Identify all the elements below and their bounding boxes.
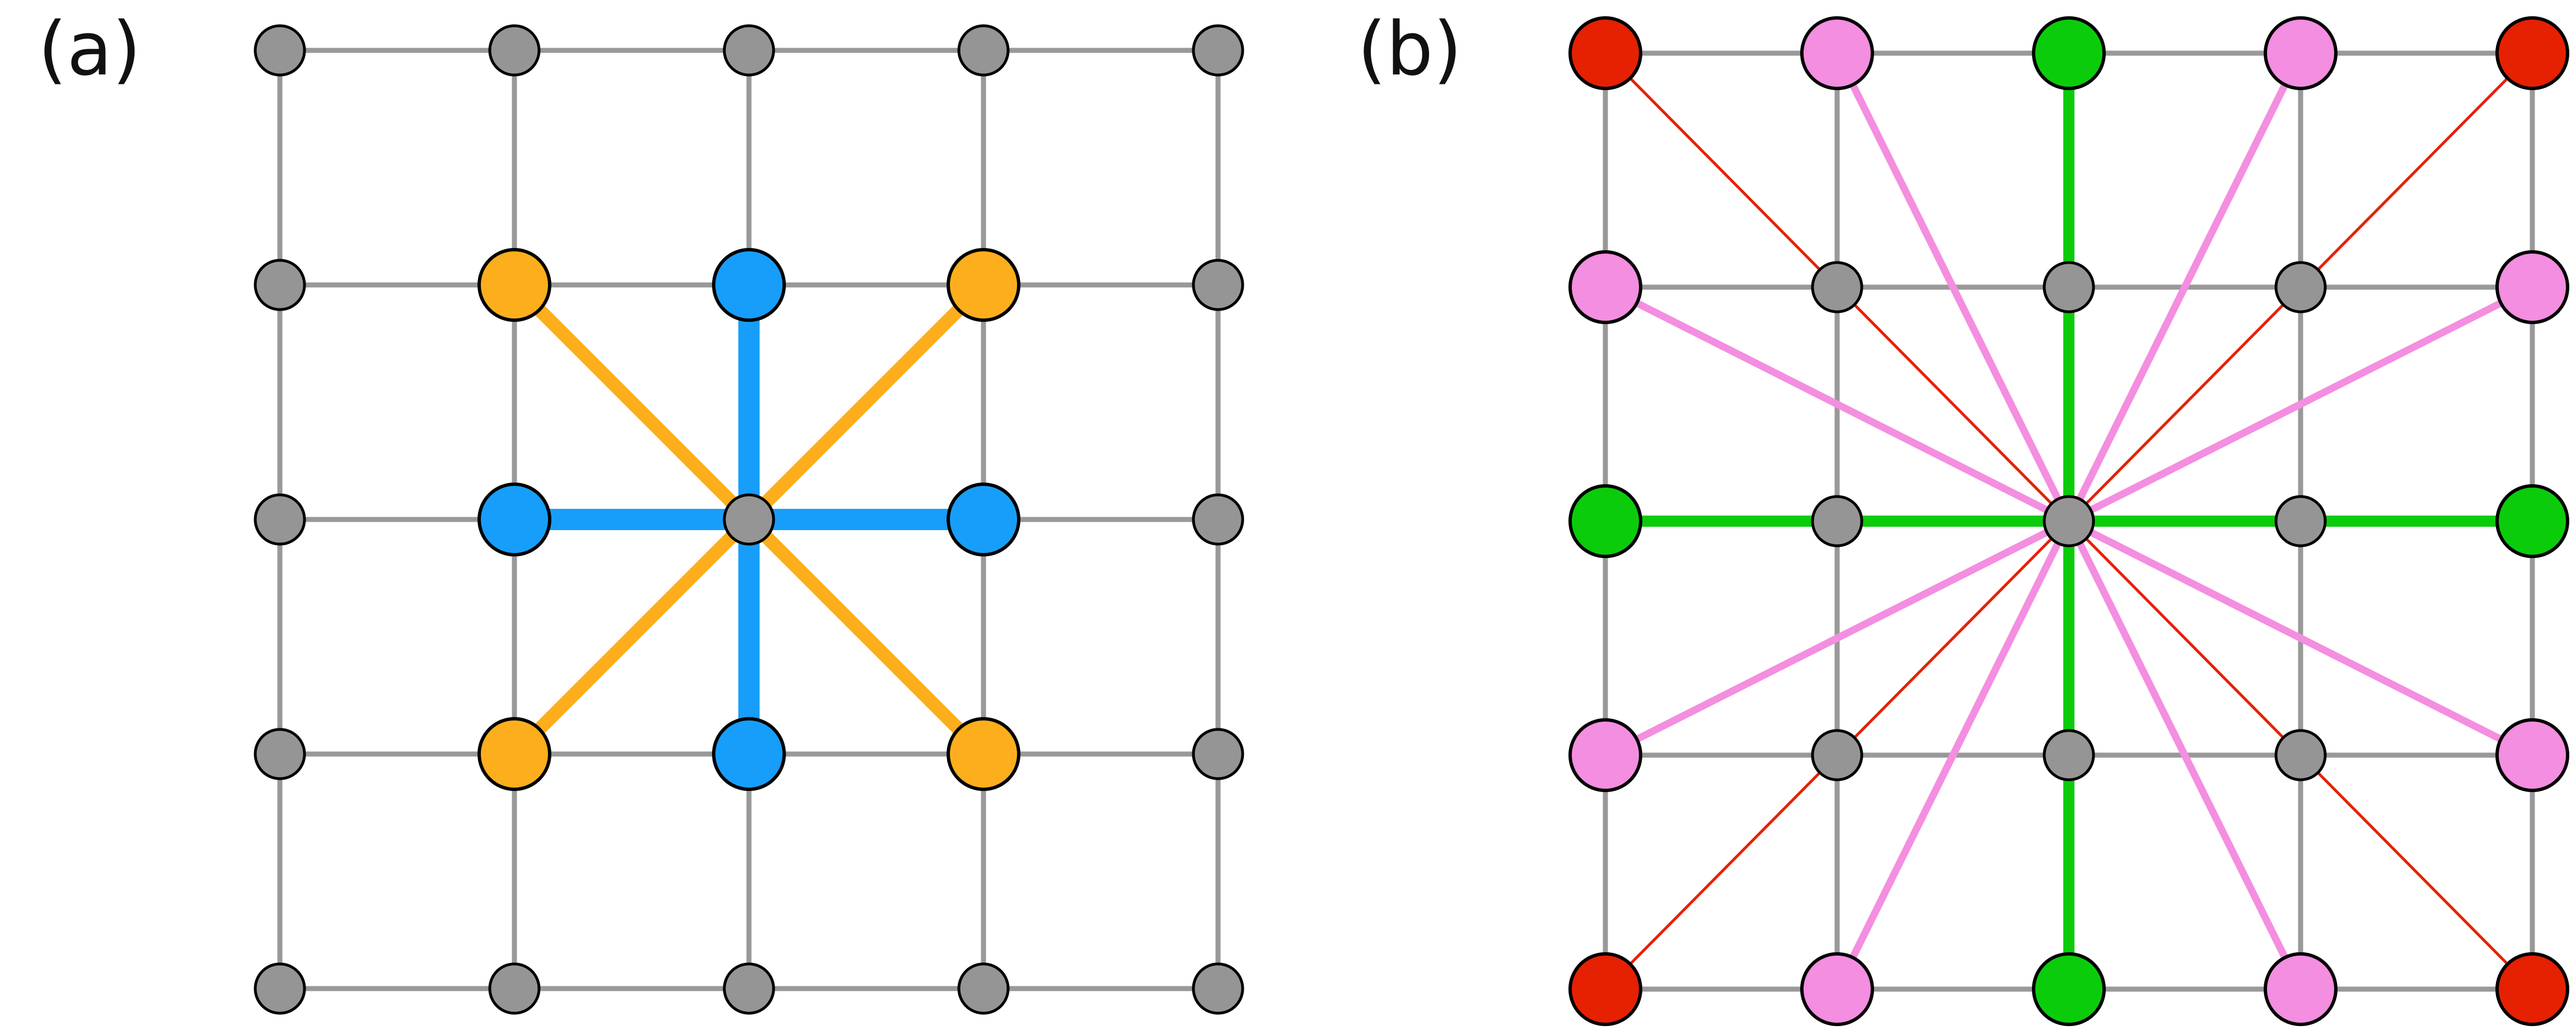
- pink-neighbor-node: [2495, 718, 2569, 792]
- lattice-node: [254, 728, 306, 780]
- green-neighbor-node: [1568, 484, 1642, 558]
- orange-neighbor-edge: [744, 280, 989, 525]
- pink-neighbor-edge: [2067, 284, 2534, 525]
- red-neighbor-node: [1568, 16, 1642, 90]
- lattice-node: [1192, 24, 1244, 77]
- lattice-node: [488, 24, 541, 77]
- lattice-node: [2274, 261, 2327, 313]
- blue-neighbor-node: [712, 248, 786, 322]
- lattice-node: [1192, 962, 1244, 1015]
- green-neighbor-node: [2032, 16, 2106, 90]
- lattice-node: [957, 962, 1010, 1015]
- orange-neighbor-node: [947, 248, 1020, 322]
- lattice-node: [1192, 728, 1244, 780]
- panel-a-nodes: [254, 24, 1244, 1015]
- panel-b-nodes: [1568, 16, 2569, 1026]
- pink-neighbor-node: [2495, 250, 2569, 324]
- blue-neighbor-node: [712, 717, 786, 791]
- lattice-node: [2274, 729, 2327, 781]
- pink-neighbor-node: [2264, 16, 2338, 90]
- lattice-node: [2043, 261, 2095, 313]
- lattice-node: [957, 24, 1010, 77]
- pink-neighbor-edge: [1834, 52, 2072, 523]
- pink-neighbor-edge: [1834, 519, 2072, 991]
- center-node: [2043, 495, 2095, 547]
- panel-a-lattice: [254, 24, 1244, 1015]
- pink-neighbor-edge: [2066, 519, 2304, 991]
- pink-neighbor-node: [1800, 952, 1874, 1026]
- lattice-node: [2043, 729, 2095, 781]
- orange-neighbor-node: [947, 717, 1020, 791]
- pink-neighbor-node: [1568, 718, 1642, 792]
- panel-a-neighbor-edges: [509, 280, 989, 759]
- lattice-node: [254, 962, 306, 1015]
- red-neighbor-node: [2495, 16, 2569, 90]
- panel-b-lattice: [1568, 16, 2569, 1026]
- lattice-node: [2274, 495, 2327, 547]
- lattice-node: [1192, 493, 1244, 546]
- lattice-node: [1811, 495, 1863, 547]
- pink-neighbor-edge: [1604, 284, 2071, 525]
- pink-neighbor-edge: [1604, 518, 2071, 759]
- pink-neighbor-node: [2264, 952, 2338, 1026]
- panel-b-label: (b): [1357, 6, 1462, 92]
- lattice-node: [254, 493, 306, 546]
- red-neighbor-node: [2495, 952, 2569, 1026]
- center-node: [723, 493, 775, 546]
- lattice-node: [254, 24, 306, 77]
- pink-neighbor-node: [1568, 250, 1642, 324]
- lattice-node: [723, 24, 775, 77]
- orange-neighbor-edge: [744, 514, 989, 759]
- green-neighbor-node: [2032, 952, 2106, 1026]
- blue-neighbor-node: [477, 483, 551, 556]
- lattice-node: [1811, 261, 1863, 313]
- green-neighbor-node: [2495, 484, 2569, 558]
- pink-neighbor-node: [1800, 16, 1874, 90]
- blue-neighbor-node: [947, 483, 1020, 556]
- orange-neighbor-edge: [509, 280, 754, 525]
- lattice-node: [1192, 259, 1244, 311]
- lattice-node: [1811, 729, 1863, 781]
- orange-neighbor-node: [477, 717, 551, 791]
- orange-neighbor-node: [477, 248, 551, 322]
- red-neighbor-node: [1568, 952, 1642, 1026]
- lattice-node: [723, 962, 775, 1015]
- pink-neighbor-edge: [2067, 518, 2534, 759]
- lattice-node: [488, 962, 541, 1015]
- lattice-node: [254, 259, 306, 311]
- pink-neighbor-edge: [2066, 52, 2304, 523]
- panel-a-label: (a): [38, 6, 141, 92]
- orange-neighbor-edge: [509, 514, 754, 759]
